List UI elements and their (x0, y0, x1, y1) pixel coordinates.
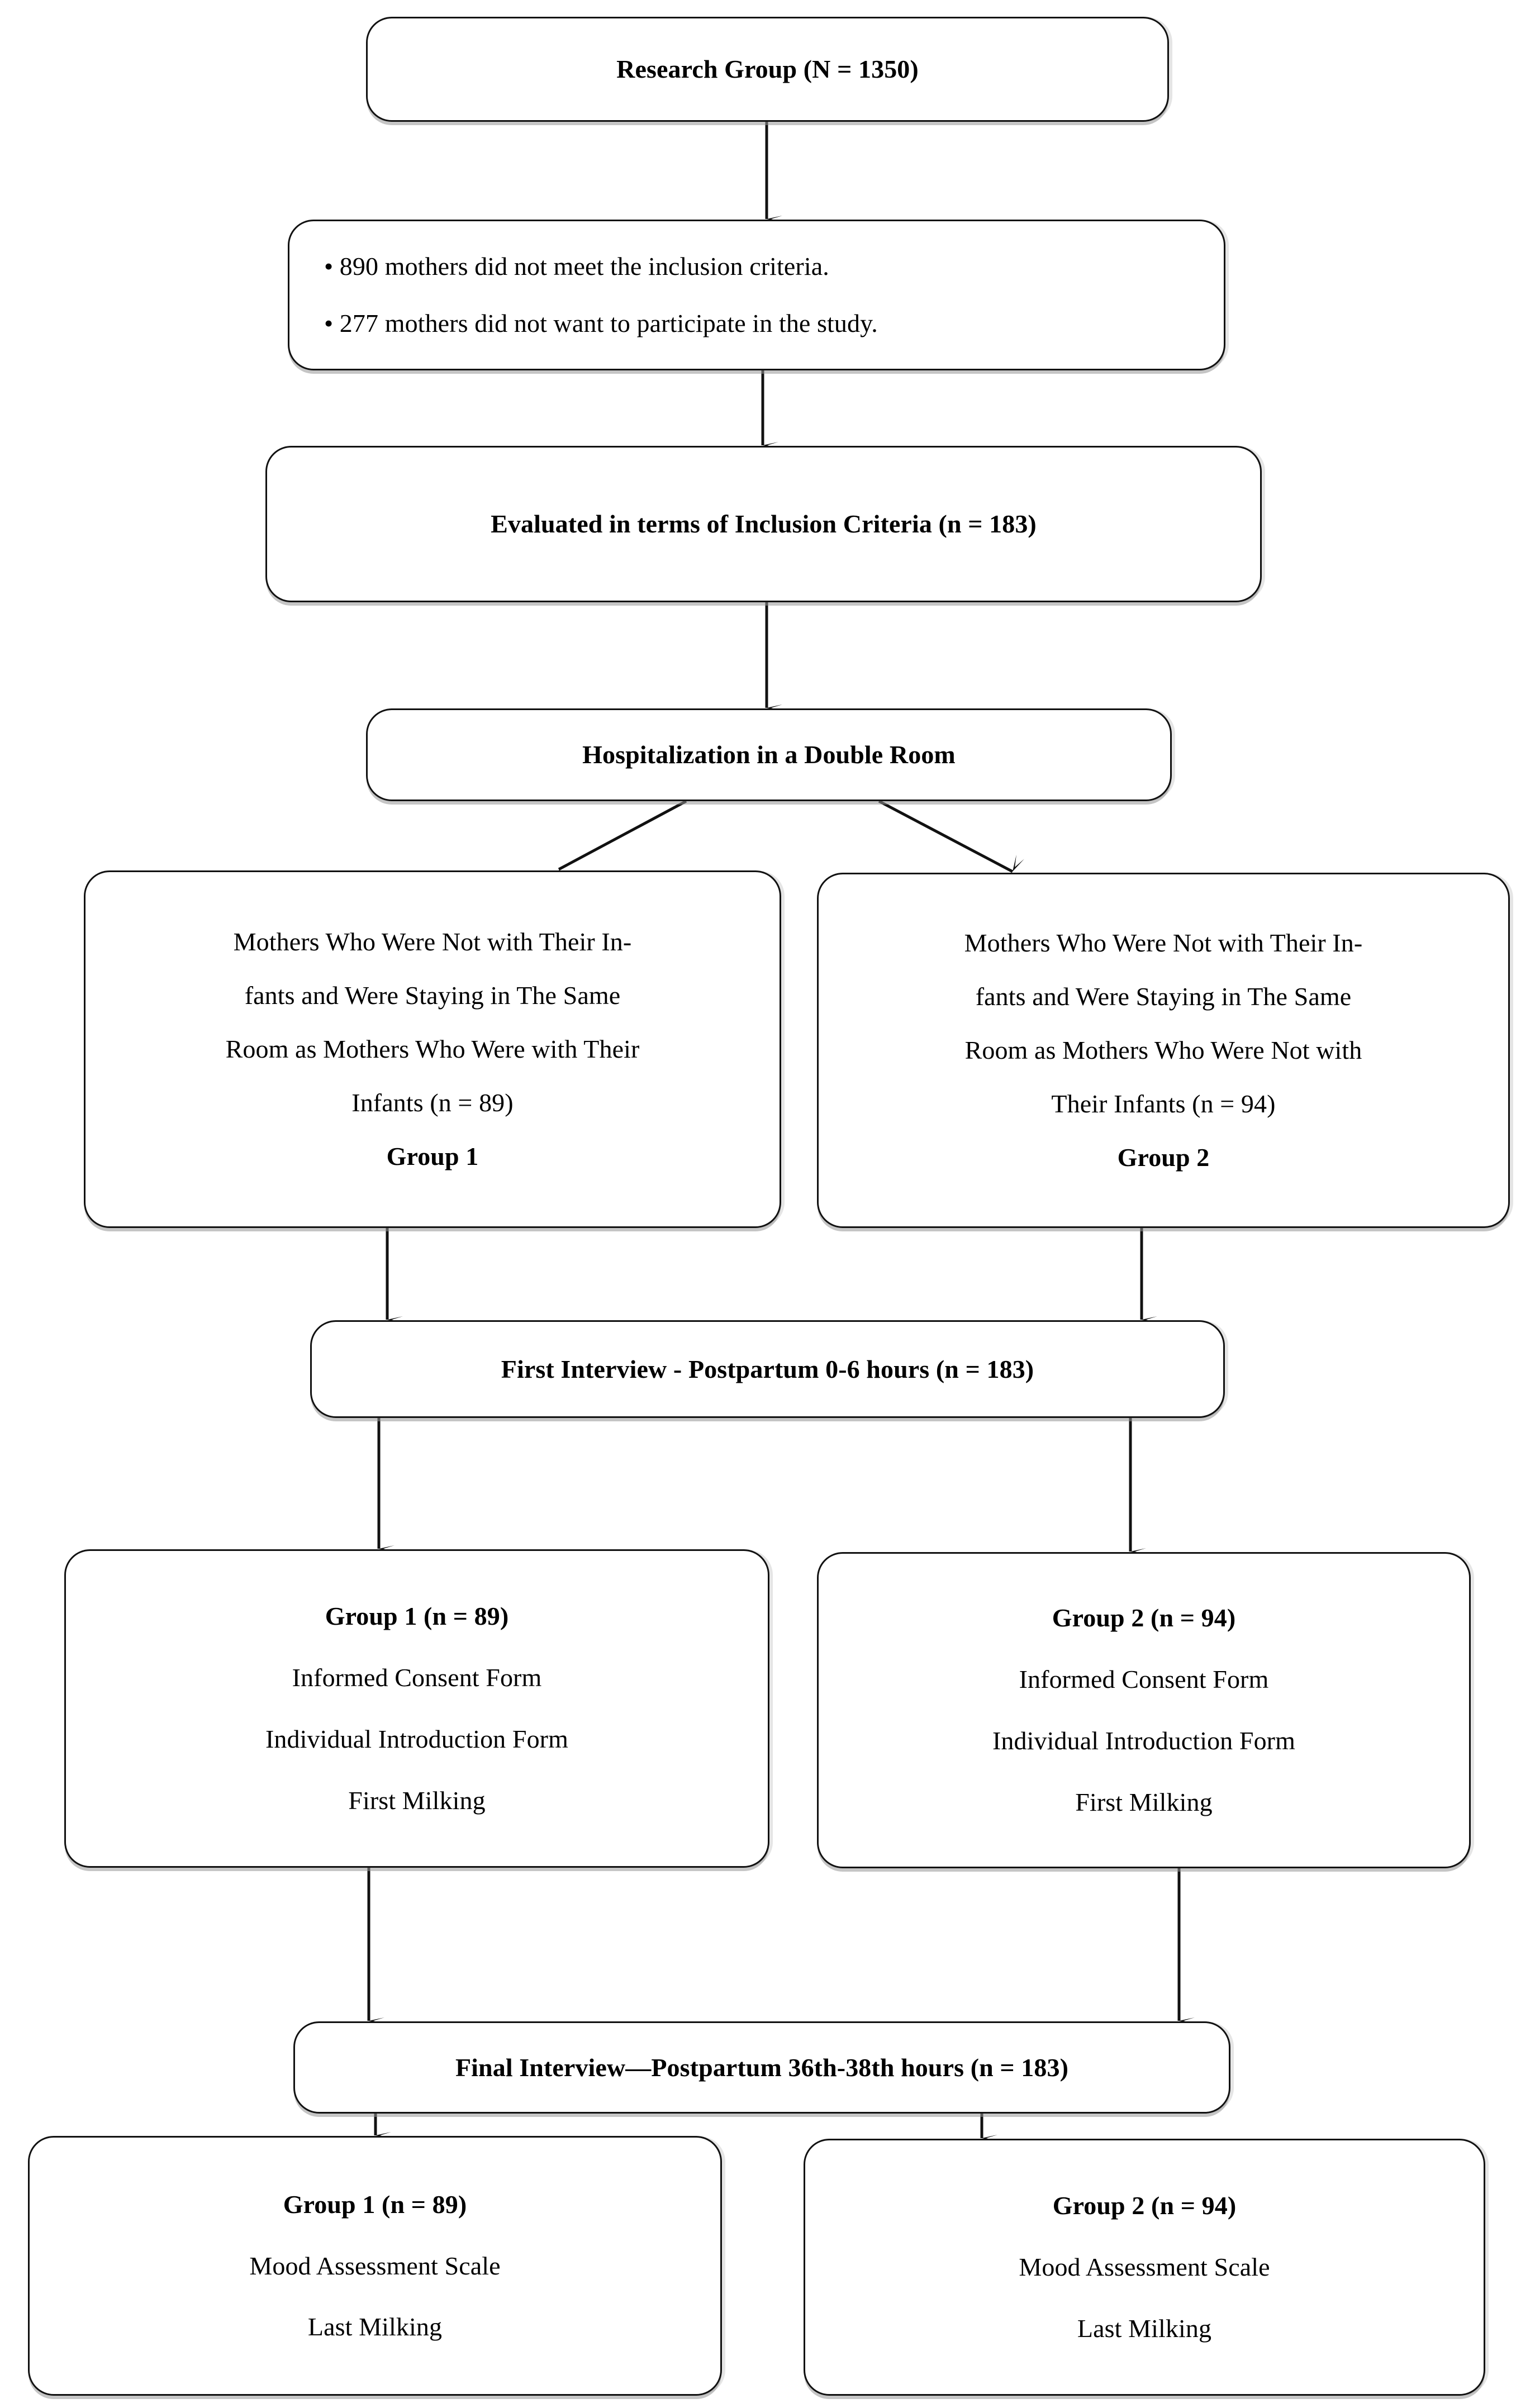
arrow-hospitalization-to-group1 (558, 800, 687, 887)
node-line: Room as Mothers Who Were with Their (225, 1035, 640, 1064)
node-line: Informed Consent Form (292, 1663, 542, 1692)
node-line: fants and Were Staying in The Same (975, 982, 1352, 1011)
node-line: Group 2 (n = 94) (1052, 1603, 1236, 1633)
hospitalization-box: Hospitalization in a Double Room (366, 708, 1172, 801)
node-line: Infants (n = 89) (351, 1088, 514, 1117)
group1-final-interview-tasks-box: Group 1 (n = 89) Mood Assessment Scale L… (28, 2136, 722, 2396)
group2-allocation-box: Mothers Who Were Not with Their In- fant… (817, 873, 1510, 1228)
node-line: Last Milking (1077, 2314, 1212, 2343)
node-line: Mothers Who Were Not with Their In- (233, 927, 632, 956)
group2-first-interview-tasks-box: Group 2 (n = 94) Informed Consent Form I… (817, 1552, 1471, 1868)
first-interview-box: First Interview - Postpartum 0-6 hours (… (310, 1320, 1225, 1418)
arrow-hospitalization-to-group2 (878, 800, 1025, 873)
node-line: Individual Introduction Form (992, 1726, 1295, 1755)
node-line: First Milking (1075, 1787, 1213, 1816)
node-line: Mood Assessment Scale (1019, 2253, 1270, 2282)
node-line: Final Interview—Postpartum 36th-38th hou… (455, 2053, 1069, 2082)
node-line: • 277 mothers did not want to participat… (324, 309, 878, 337)
node-line: Mothers Who Were Not with Their In- (964, 929, 1363, 958)
node-line: Their Infants (n = 94) (1051, 1089, 1276, 1118)
node-line: Mood Assessment Scale (249, 2251, 501, 2280)
node-line: Research Group (N = 1350) (616, 55, 919, 84)
node-line: Individual Introduction Form (265, 1725, 568, 1753)
node-line: Evaluated in terms of Inclusion Criteria… (491, 510, 1037, 539)
research-group-box: Research Group (N = 1350) (366, 17, 1169, 122)
node-line: Group 1 (386, 1141, 479, 1170)
node-line: First Interview - Postpartum 0-6 hours (… (501, 1354, 1034, 1383)
node-line: Informed Consent Form (1019, 1665, 1269, 1694)
final-interview-box: Final Interview—Postpartum 36th-38th hou… (293, 2021, 1230, 2114)
evaluated-inclusion-criteria-box: Evaluated in terms of Inclusion Criteria… (265, 446, 1262, 602)
node-line: Group 2 (1117, 1143, 1210, 1172)
node-line: Last Milking (307, 2312, 443, 2342)
node-line: Group 1 (n = 89) (283, 2190, 467, 2219)
node-line: Room as Mothers Who Were Not with (964, 1036, 1362, 1065)
node-line: Group 2 (n = 94) (1052, 2191, 1237, 2220)
node-line: First Milking (348, 1786, 486, 1815)
group1-first-interview-tasks-box: Group 1 (n = 89) Informed Consent Form I… (64, 1549, 769, 1868)
group2-final-interview-tasks-box: Group 2 (n = 94) Mood Assessment Scale L… (804, 2139, 1485, 2396)
group1-allocation-box: Mothers Who Were Not with Their In- fant… (84, 870, 781, 1228)
node-line: Group 1 (n = 89) (325, 1602, 509, 1631)
node-line: Hospitalization in a Double Room (582, 740, 956, 769)
exclusions-box: • 890 mothers did not meet the inclusion… (288, 220, 1225, 370)
node-line: • 890 mothers did not meet the inclusion… (324, 252, 829, 281)
node-line: fants and Were Staying in The Same (244, 981, 621, 1010)
